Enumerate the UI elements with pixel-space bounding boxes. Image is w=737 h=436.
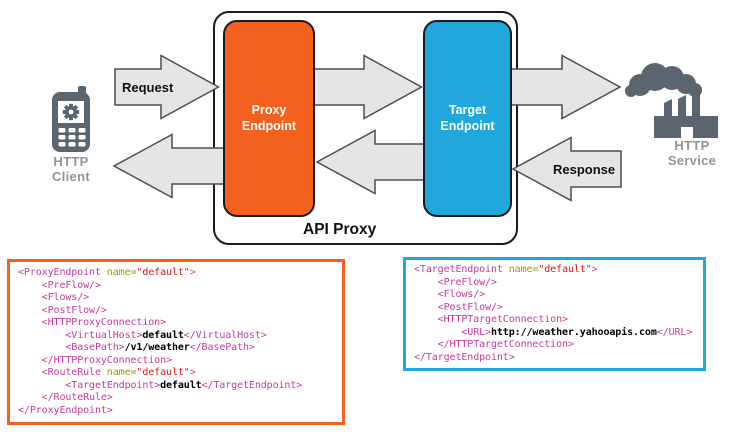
gear-icon	[62, 103, 80, 121]
target-endpoint-label-line1: Target	[448, 102, 487, 117]
target-to-proxy-arrow-icon	[315, 129, 425, 195]
target-endpoint-label-line2: Endpoint	[440, 118, 495, 133]
target-endpoint-box: Target Endpoint	[423, 20, 512, 217]
response-arrow-icon	[511, 136, 622, 202]
proxy-endpoint-label: Proxy Endpoint	[242, 103, 296, 134]
http-service-label-line2: Service	[667, 152, 717, 168]
proxy-to-client-arrow-icon	[112, 133, 227, 199]
request-arrow-icon	[114, 54, 221, 120]
proxy-endpoint-label-line2: Endpoint	[241, 118, 297, 133]
http-client-label-line2: Client	[52, 168, 90, 184]
proxy-endpoint-label-line1: Proxy	[251, 102, 287, 117]
http-client-label-line1: HTTP	[53, 154, 89, 169]
flow-arrows-layer	[112, 54, 622, 202]
http-client-phone-icon	[52, 86, 90, 152]
target-endpoint-code-block: <TargetEndpoint name="default"> <PreFlow…	[403, 257, 706, 371]
target-endpoint-label: Target Endpoint	[440, 103, 494, 134]
proxy-to-target-arrow-icon	[313, 54, 424, 120]
target-to-service-arrow-icon	[510, 54, 622, 120]
request-label: Request	[122, 80, 174, 95]
api-proxy-label: API Proxy	[303, 221, 377, 238]
cloud-icon	[625, 63, 702, 97]
response-label: Response	[553, 162, 616, 177]
proxy-endpoint-box: Proxy Endpoint	[223, 20, 315, 217]
http-service-factory-icon	[625, 63, 718, 138]
http-service-label-line1: HTTP	[674, 138, 710, 153]
http-client-label: HTTP Client	[36, 154, 106, 184]
http-service-label: HTTP Service	[657, 138, 727, 168]
proxy-endpoint-code-block: <ProxyEndpoint name="default"> <PreFlow/…	[7, 259, 345, 425]
